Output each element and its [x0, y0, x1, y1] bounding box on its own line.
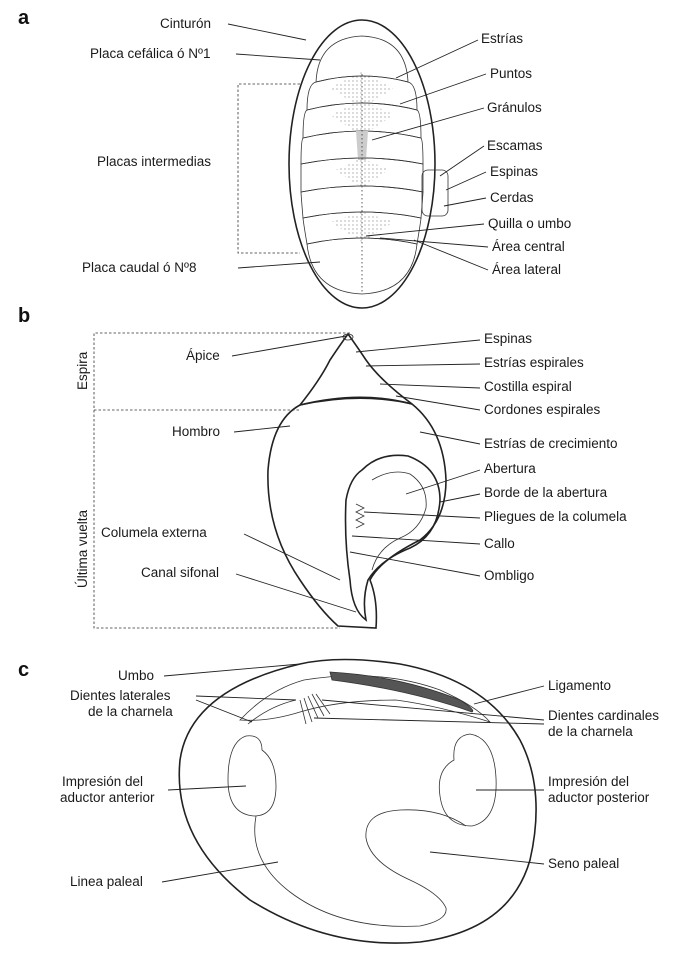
label-quilla: Quilla o umbo: [488, 216, 571, 231]
leader-seno-paleal: [430, 852, 544, 864]
label-dientes-laterales-1: Dientes laterales: [70, 688, 171, 703]
label-area-lateral: Área lateral: [492, 262, 561, 277]
label-apice: Ápice: [186, 348, 220, 363]
label-placa-caudal: Placa caudal ó Nº8: [82, 260, 197, 275]
label-aductor-anterior-2: aductor anterior: [60, 790, 155, 805]
leader-columela-externa: [244, 534, 340, 580]
label-ligamento: Ligamento: [548, 678, 611, 693]
label-costilla-espiral: Costilla espiral: [484, 379, 572, 394]
label-espinas-b: Espinas: [484, 331, 532, 346]
panel-c-letter: c: [18, 659, 29, 681]
spire-bracket: [94, 333, 350, 410]
label-umbo: Umbo: [118, 668, 154, 683]
label-cinturon: Cinturón: [160, 16, 211, 31]
aperture-inner-lip: [372, 472, 426, 570]
panel-a: a Cinturón Placa cefálica ó Nº1: [18, 7, 571, 308]
leader-placa-cefalica: [236, 54, 320, 60]
intermediate-plates-bracket: [238, 84, 300, 253]
label-placa-cefalica: Placa cefálica ó Nº1: [90, 46, 211, 61]
leader-puntos: [400, 74, 486, 104]
leader-espinas-a: [446, 172, 486, 190]
label-borde-abertura: Borde de la abertura: [484, 485, 608, 500]
leader-area-lateral: [414, 240, 488, 270]
label-placas-intermedias: Placas intermedias: [97, 154, 211, 169]
label-area-central: Área central: [492, 239, 565, 254]
columella-folds: [356, 504, 364, 528]
leader-cinturon: [228, 24, 306, 40]
leader-apice: [232, 336, 346, 356]
label-aductor-posterior-2: aductor posterior: [548, 790, 650, 805]
anterior-adductor-scar: [228, 736, 276, 816]
leader-espinas-b: [356, 340, 480, 352]
label-espira: Espira: [75, 351, 90, 390]
label-dientes-cardinales-1: Dientes cardinales: [548, 708, 659, 723]
label-aductor-posterior-1: Impresión del: [548, 774, 629, 789]
chiton-plates: [301, 36, 448, 294]
leader-ombligo: [350, 552, 480, 576]
posterior-adductor-scar: [439, 734, 496, 826]
leader-canal-sifonal: [236, 574, 356, 612]
leader-escamas: [440, 146, 484, 176]
leader-placa-caudal: [238, 262, 320, 268]
panel-c: c Umbo Dientes laterales de la charnela …: [18, 659, 659, 943]
label-abertura: Abertura: [484, 461, 536, 476]
label-columela-externa: Columela externa: [101, 525, 207, 540]
leader-ligamento: [474, 686, 544, 704]
label-callo: Callo: [484, 536, 515, 551]
label-cordones-espirales: Cordones espirales: [484, 402, 601, 417]
label-ombligo: Ombligo: [484, 568, 534, 583]
leader-abertura: [406, 470, 480, 494]
label-hombro: Hombro: [172, 424, 220, 439]
shell-aperture: [346, 455, 441, 620]
leader-pliegues-columela: [364, 512, 480, 518]
leader-estrias-crecimiento: [420, 432, 480, 444]
label-aductor-anterior-1: Impresión del: [62, 774, 143, 789]
label-escamas: Escamas: [487, 138, 543, 153]
pallial-line: [255, 810, 466, 927]
leader-linea-paleal: [162, 862, 278, 882]
label-estrias-espirales: Estrías espirales: [484, 355, 584, 370]
leader-borde-abertura: [440, 494, 480, 502]
label-dientes-laterales-2: de la charnela: [88, 704, 173, 719]
leader-dientes-cardinales-a: [322, 700, 544, 720]
label-pliegues-columela: Pliegues de la columela: [484, 509, 627, 524]
leader-dientes-cardinales-b: [314, 718, 544, 724]
leader-estrias: [396, 40, 478, 78]
label-cerdas: Cerdas: [490, 190, 534, 205]
panel-b: b Espira Última vuelta Ápice Hombro Colu…: [18, 305, 627, 628]
leader-dientes-laterales-a: [196, 696, 296, 700]
label-puntos: Puntos: [490, 66, 532, 81]
leader-costilla-espiral: [380, 384, 480, 388]
leader-hombro: [234, 426, 290, 432]
label-canal-sifonal: Canal sifonal: [141, 565, 219, 580]
panel-b-letter: b: [18, 305, 30, 327]
leader-area-central: [380, 238, 488, 247]
label-seno-paleal: Seno paleal: [548, 856, 619, 871]
label-estrias: Estrías: [481, 31, 523, 46]
ligament: [330, 672, 473, 712]
label-ultima-vuelta: Última vuelta: [75, 509, 90, 588]
shell-spire: [300, 334, 412, 405]
label-espinas-a: Espinas: [490, 164, 538, 179]
leader-estrias-espirales: [366, 364, 480, 366]
label-linea-paleal: Linea paleal: [70, 874, 143, 889]
label-granulos: Gránulos: [487, 100, 542, 115]
leader-cerdas: [444, 198, 486, 206]
label-estrias-crecimiento: Estrías de crecimiento: [484, 436, 618, 451]
label-dientes-cardinales-2: de la charnela: [548, 724, 633, 739]
cardinal-teeth: [300, 694, 330, 724]
panel-a-letter: a: [18, 7, 30, 29]
